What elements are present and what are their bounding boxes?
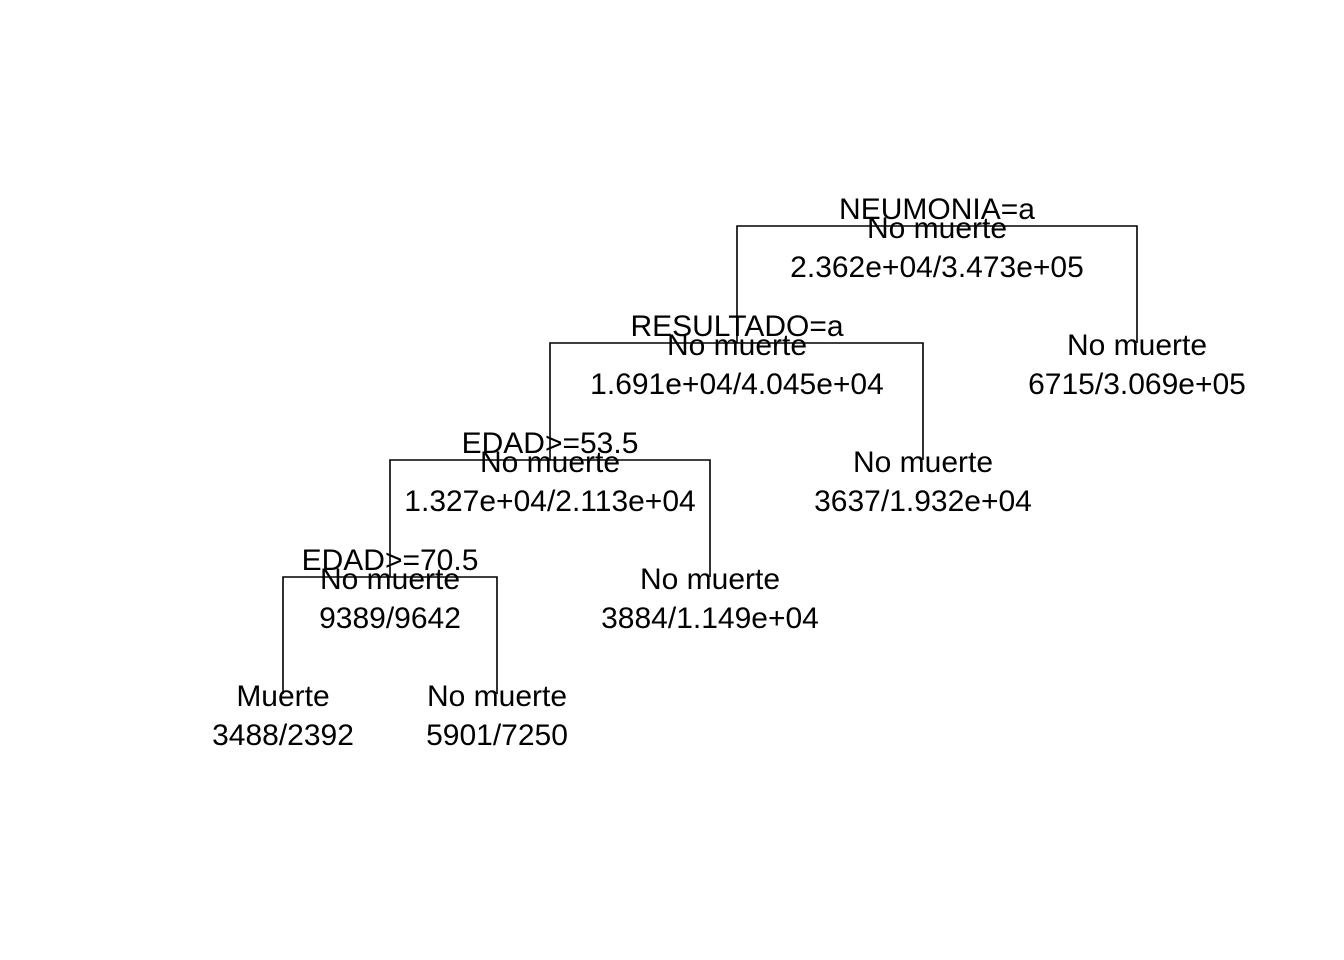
node-class-n9: No muerte (427, 680, 567, 713)
node-counts-n4: 1.327e+04/2.113e+04 (404, 485, 695, 518)
split-label-n2: RESULTADO=a (630, 310, 843, 343)
node-counts-n2: 1.691e+04/4.045e+04 (590, 368, 884, 401)
tree-labels: NEUMONIA=aNo muerte2.362e+04/3.473e+05RE… (212, 193, 1246, 752)
tree-edges (282, 225, 1138, 694)
split-label-n6: EDAD>=70.5 (302, 544, 479, 577)
split-bracket-n4 (389, 459, 711, 577)
node-counts-n3: 6715/3.069e+05 (1028, 368, 1246, 401)
node-class-n8: Muerte (236, 680, 329, 713)
node-class-n2: No muerte (667, 329, 807, 362)
node-class-n1: No muerte (867, 212, 1007, 245)
node-class-n4: No muerte (480, 446, 620, 479)
node-counts-n1: 2.362e+04/3.473e+05 (790, 251, 1084, 284)
node-class-n5: No muerte (853, 446, 993, 479)
node-counts-n7: 3884/1.149e+04 (601, 602, 819, 635)
node-counts-n8: 3488/2392 (212, 719, 354, 752)
node-counts-n6: 9389/9642 (319, 602, 461, 635)
split-label-n1: NEUMONIA=a (839, 193, 1035, 226)
node-class-n3: No muerte (1067, 329, 1207, 362)
split-bracket-n6 (282, 576, 498, 694)
node-class-n6: No muerte (320, 563, 460, 596)
split-label-n4: EDAD>=53.5 (462, 427, 639, 460)
split-bracket-n2 (549, 342, 924, 460)
split-bracket-n1 (736, 225, 1138, 343)
node-counts-n5: 3637/1.932e+04 (814, 485, 1032, 518)
node-class-n7: No muerte (640, 563, 780, 596)
node-counts-n9: 5901/7250 (426, 719, 568, 752)
